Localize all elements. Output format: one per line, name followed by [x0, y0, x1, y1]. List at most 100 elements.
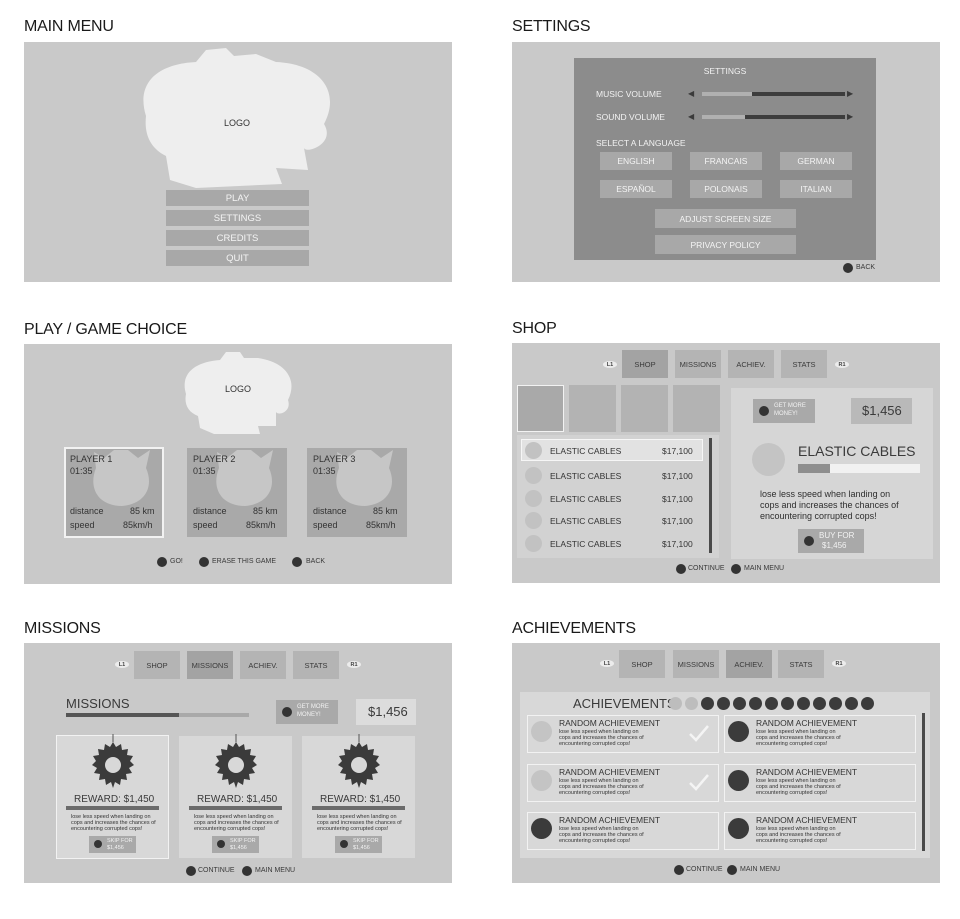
achievement-card[interactable]	[724, 812, 916, 850]
item-description: lose less speed when landing on	[760, 489, 891, 499]
tab-shop[interactable]: SHOP	[622, 350, 668, 378]
achievement-name: RANDOM ACHIEVEMENT	[559, 815, 661, 825]
language-german[interactable]: GERMAN	[780, 152, 852, 170]
tab-missions[interactable]: MISSIONS	[673, 650, 719, 678]
main-menu-button-label[interactable]: MAIN MENU	[740, 866, 781, 873]
achievement-card[interactable]	[527, 764, 719, 802]
sound-volume-left-arrow[interactable]: ◀	[688, 112, 695, 121]
item-name: ELASTIC CABLES	[550, 494, 622, 504]
sound-volume-right-arrow[interactable]: ▶	[847, 112, 854, 121]
mission-reward: REWARD: $1,450	[197, 794, 278, 805]
category-tile[interactable]	[517, 385, 564, 432]
play-button[interactable]: PLAY	[166, 190, 309, 206]
missions-screen: L1 SHOP MISSIONS ACHIEV. STATS R1 MISSIO…	[24, 643, 452, 883]
speed-label: speed	[70, 520, 95, 530]
item-name: ELASTIC CABLES	[550, 516, 622, 526]
achievement-dot	[717, 697, 730, 710]
tab-shop[interactable]: SHOP	[619, 650, 665, 678]
achievement-card[interactable]	[724, 715, 916, 753]
continue-button-icon[interactable]	[676, 564, 686, 574]
tab-achievements[interactable]: ACHIEV.	[728, 350, 774, 378]
achievement-dot	[813, 697, 826, 710]
item-price: $17,100	[662, 494, 693, 504]
language-italian[interactable]: ITALIAN	[780, 180, 852, 198]
tab-shop[interactable]: SHOP	[134, 651, 180, 679]
achievement-card[interactable]	[724, 764, 916, 802]
get-more-money-label: GET MORE	[774, 403, 806, 409]
achievement-card[interactable]	[527, 715, 719, 753]
main-menu-title: MAIN MENU	[24, 18, 114, 35]
tab-missions[interactable]: MISSIONS	[187, 651, 233, 679]
continue-button-label[interactable]: CONTINUE	[198, 867, 235, 874]
credits-button[interactable]: CREDITS	[166, 230, 309, 246]
l1-bumper-icon[interactable]: L1	[600, 660, 614, 667]
tab-stats[interactable]: STATS	[781, 350, 827, 378]
erase-button-label[interactable]: ERASE THIS GAME	[212, 558, 277, 565]
category-tile[interactable]	[569, 385, 616, 432]
music-volume-left-arrow[interactable]: ◀	[688, 89, 695, 98]
main-menu-button-icon[interactable]	[731, 564, 741, 574]
l1-bumper-icon[interactable]: L1	[115, 661, 129, 668]
back-button-icon[interactable]	[843, 263, 853, 273]
tab-achievements[interactable]: ACHIEV.	[240, 651, 286, 679]
item-price: $17,100	[662, 539, 693, 549]
settings-button[interactable]: SETTINGS	[166, 210, 309, 226]
achievement-dot	[765, 697, 778, 710]
player-name: PLAYER 2	[193, 454, 236, 464]
tab-achievements[interactable]: ACHIEV.	[726, 650, 772, 678]
back-button-label[interactable]: BACK	[856, 264, 876, 271]
music-volume-slider[interactable]	[702, 92, 845, 96]
continue-button-icon[interactable]	[674, 865, 684, 875]
player-time: 01:35	[193, 466, 216, 476]
category-tile[interactable]	[673, 385, 720, 432]
language-francais[interactable]: FRANCAIS	[690, 152, 762, 170]
quit-button[interactable]: QUIT	[166, 250, 309, 266]
continue-button-label[interactable]: CONTINUE	[686, 866, 723, 873]
item-icon	[525, 442, 542, 459]
r1-bumper-icon[interactable]: R1	[835, 361, 849, 368]
settings-dialog-title: SETTINGS	[703, 66, 747, 76]
achievement-description: lose less speed when landing on	[559, 778, 639, 784]
speed-value: 85km/h	[246, 520, 276, 530]
continue-button-icon[interactable]	[186, 866, 196, 876]
language-polonais[interactable]: POLONAIS	[690, 180, 762, 198]
achievement-description: cops and increases the chances of	[756, 832, 841, 838]
item-upgrade-bar	[798, 464, 920, 473]
main-menu-button-icon[interactable]	[727, 865, 737, 875]
continue-button-label[interactable]: CONTINUE	[688, 565, 725, 572]
list-scrollbar[interactable]	[922, 713, 925, 851]
go-button-label[interactable]: GO!	[170, 558, 183, 565]
r1-bumper-icon[interactable]: R1	[832, 660, 846, 667]
achievement-name: RANDOM ACHIEVEMENT	[559, 767, 661, 777]
money-value: $1,456	[368, 704, 408, 719]
main-menu-button-label[interactable]: MAIN MENU	[255, 867, 296, 874]
list-scrollbar[interactable]	[709, 438, 712, 553]
sound-volume-slider[interactable]	[702, 115, 845, 119]
adjust-screen-size-button[interactable]: ADJUST SCREEN SIZE	[655, 209, 796, 228]
logo-shape	[143, 48, 331, 188]
main-menu-button-label[interactable]: MAIN MENU	[744, 565, 785, 572]
tab-stats[interactable]: STATS	[293, 651, 339, 679]
l1-bumper-icon[interactable]: L1	[603, 361, 617, 368]
r1-bumper-icon[interactable]: R1	[347, 661, 361, 668]
music-volume-right-arrow[interactable]: ▶	[847, 89, 854, 98]
main-menu-button-icon[interactable]	[242, 866, 252, 876]
tab-stats[interactable]: STATS	[778, 650, 824, 678]
back-button-icon[interactable]	[292, 557, 302, 567]
mission-description: encountering corrupted cops!	[194, 826, 266, 832]
money-display	[851, 398, 912, 424]
go-button-icon[interactable]	[157, 557, 167, 567]
achievement-name: RANDOM ACHIEVEMENT	[756, 815, 858, 825]
item-name: ELASTIC CABLES	[550, 471, 622, 481]
language-english[interactable]: ENGLISH	[600, 152, 672, 170]
category-tile[interactable]	[621, 385, 668, 432]
erase-button-icon[interactable]	[199, 557, 209, 567]
missions-title: MISSIONS	[24, 620, 101, 637]
achievement-card[interactable]	[527, 812, 719, 850]
language-espanol[interactable]: ESPAÑOL	[600, 180, 672, 198]
privacy-policy-button[interactable]: PRIVACY POLICY	[655, 235, 796, 254]
back-button-label[interactable]: BACK	[306, 558, 326, 565]
avatar	[216, 450, 273, 506]
list-item[interactable]	[521, 439, 703, 461]
tab-missions[interactable]: MISSIONS	[675, 350, 721, 378]
